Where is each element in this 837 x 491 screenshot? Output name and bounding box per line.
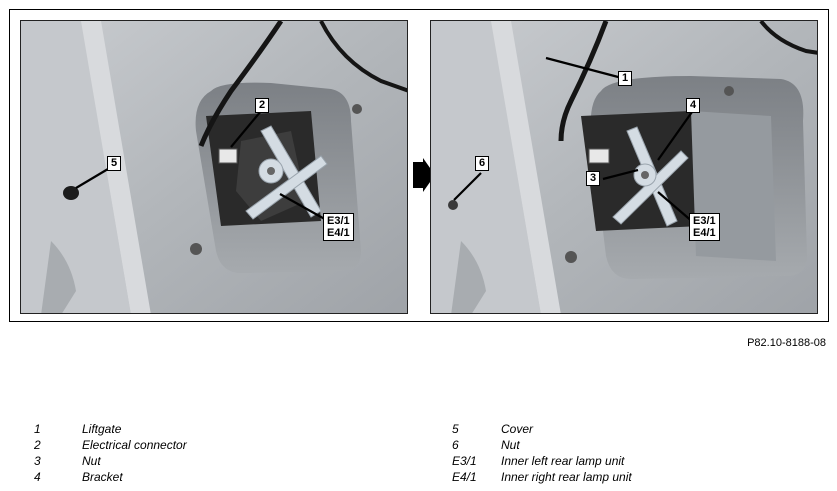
callout-5: 5 [107, 156, 122, 171]
callout-e3-e4-left: E3/1 E4/1 [323, 213, 354, 241]
legend-item: E3/1 Inner left rear lamp unit [452, 453, 832, 469]
callout-4: 4 [686, 98, 701, 113]
legend-description: Nut [501, 438, 520, 452]
legend-number: E3/1 [452, 454, 477, 468]
legend-description: Cover [501, 422, 534, 436]
legend-number: E4/1 [452, 470, 477, 484]
legend-description: Inner left rear lamp unit [501, 454, 625, 468]
legend-description: Electrical connector [82, 438, 187, 452]
figure-frame: 2 5 E3/1 E4/1 1 4 3 6 E3/1 E4/1 [9, 9, 829, 322]
photo-before-illustration [21, 21, 407, 313]
legend-number: 3 [34, 454, 41, 468]
document-id: P82.10-8188-08 [747, 337, 826, 349]
arrow-right-icon [413, 158, 435, 192]
legend-item: 2 Electrical connector [34, 437, 364, 453]
legend-description: Bracket [82, 470, 123, 484]
legend-description: Inner right rear lamp unit [501, 470, 632, 484]
legend-item: 6 Nut [452, 437, 832, 453]
legend-number: 5 [452, 422, 459, 436]
photo-before [20, 20, 408, 314]
leader-lines [75, 56, 695, 224]
legend-item: 4 Bracket [34, 469, 364, 485]
callout-e3-e4-right: E3/1 E4/1 [689, 213, 720, 241]
callout-2: 2 [255, 98, 270, 113]
legend-item: E4/1 Inner right rear lamp unit [452, 469, 832, 485]
legend-right: 5 Cover 6 Nut E3/1 Inner left rear lamp … [452, 421, 832, 485]
legend-number: 6 [452, 438, 459, 452]
photo-after [430, 20, 818, 314]
photo-after-illustration [431, 21, 817, 313]
legend-description: Nut [82, 454, 101, 468]
legend-item: 1 Liftgate [34, 421, 364, 437]
legend-number: 1 [34, 422, 41, 436]
callout-1: 1 [618, 71, 633, 86]
legend-description: Liftgate [82, 422, 122, 436]
legend-item: 5 Cover [452, 421, 832, 437]
legend-item: 3 Nut [34, 453, 364, 469]
legend-number: 2 [34, 438, 41, 452]
callout-6: 6 [475, 156, 490, 171]
callout-3: 3 [586, 171, 601, 186]
legend-left: 1 Liftgate 2 Electrical connector 3 Nut … [34, 421, 364, 485]
legend-number: 4 [34, 470, 41, 484]
